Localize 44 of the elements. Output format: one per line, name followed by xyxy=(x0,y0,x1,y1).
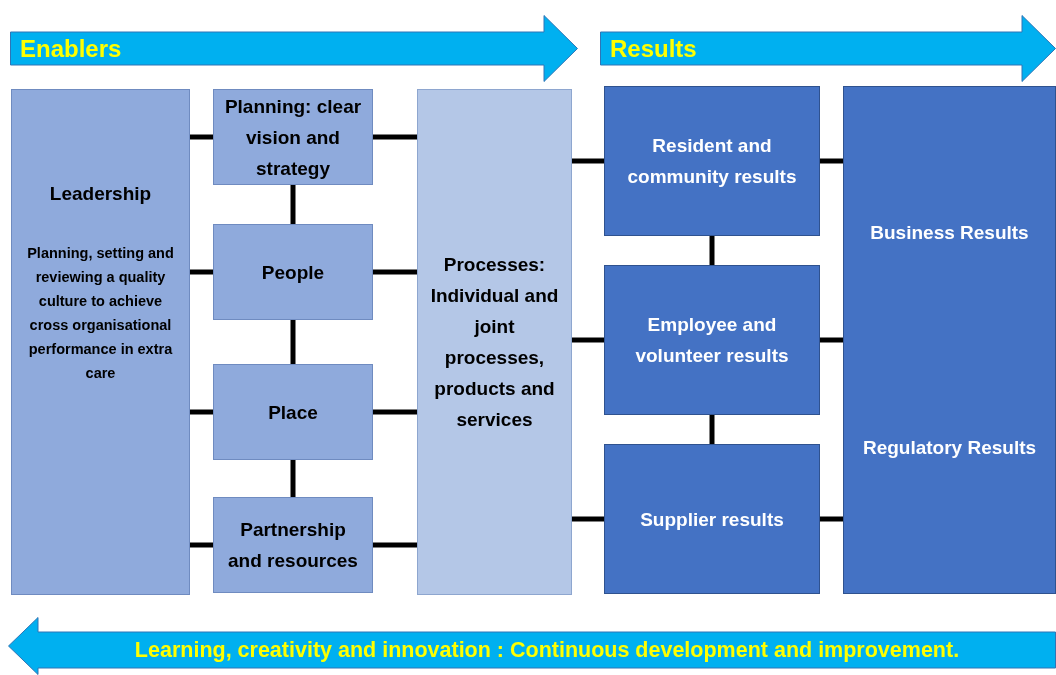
connector-line xyxy=(290,185,296,224)
connector-line xyxy=(373,542,417,548)
box-label: Supplier results xyxy=(640,507,784,532)
process-box xyxy=(604,444,820,594)
box-heading: Leadership xyxy=(49,182,152,206)
connector-line xyxy=(572,158,604,164)
box-label: Place xyxy=(268,400,318,425)
process-box xyxy=(213,497,373,593)
box-label: Employee and volunteer results xyxy=(634,313,790,368)
box-description: Planning, setting and reviewing a quality culture to achieve cross organisational performance in extra care xyxy=(26,243,175,383)
box-label: Regulatory Results xyxy=(862,436,1037,460)
process-box xyxy=(604,265,820,415)
box-label: Processes: Individual and joint processes, products and services xyxy=(429,253,560,432)
connector-line xyxy=(373,269,417,275)
banner-label: Learning, creativity and innovation : Continuous development and improvement. xyxy=(134,636,960,664)
connector-line xyxy=(820,516,843,522)
box-label: Business Results xyxy=(870,221,1029,245)
process-box xyxy=(417,89,572,595)
connector-line xyxy=(373,409,417,415)
connector-line xyxy=(190,134,213,140)
connector-line xyxy=(190,409,213,415)
box-label: Resident and community results xyxy=(626,134,798,189)
connector-line xyxy=(190,542,213,548)
connector-line xyxy=(290,320,296,364)
connector-line xyxy=(190,269,213,275)
process-box xyxy=(843,86,1056,594)
process-box xyxy=(11,89,190,595)
connector-line xyxy=(709,415,715,444)
connector-line xyxy=(820,158,843,164)
process-box xyxy=(213,364,373,460)
connector-line xyxy=(290,460,296,497)
box-label: Planning: clear vision and strategy xyxy=(223,94,363,181)
box-label: Partnership and resources xyxy=(227,518,359,573)
process-box xyxy=(213,89,373,185)
connector-line xyxy=(572,516,604,522)
connector-line xyxy=(373,134,417,140)
banner-label: Results xyxy=(610,33,697,64)
connector-line xyxy=(709,236,715,265)
process-box xyxy=(604,86,820,236)
process-box xyxy=(213,224,373,320)
connector-line xyxy=(572,337,604,343)
box-label: People xyxy=(261,260,325,285)
connector-line xyxy=(820,337,843,343)
banner-label: Enablers xyxy=(20,33,122,64)
